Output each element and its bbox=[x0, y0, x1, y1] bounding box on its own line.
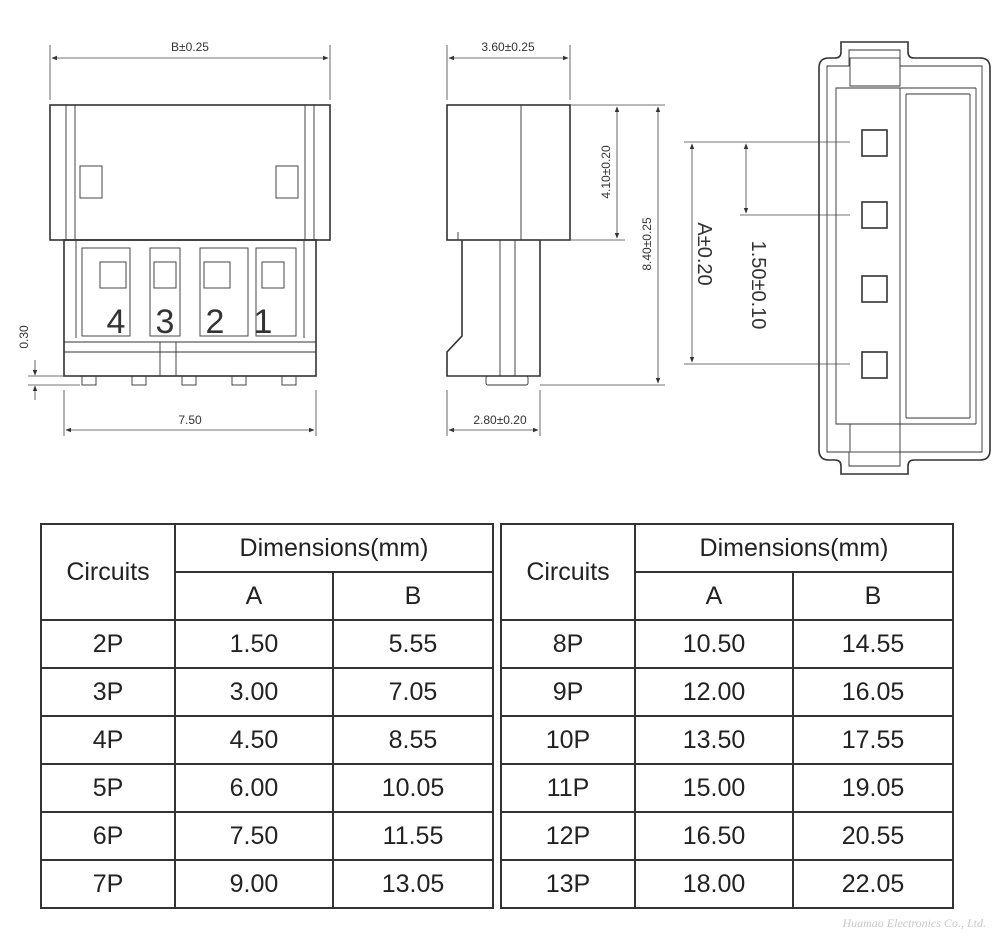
cell-circuits: 12P bbox=[500, 811, 636, 861]
cell-circuits: 3P bbox=[40, 667, 176, 717]
cell-a: 3.00 bbox=[174, 667, 334, 717]
cell-b: 11.55 bbox=[332, 811, 494, 861]
dim-pitch-a-label: A±0.20 bbox=[693, 222, 715, 285]
table-row: 4P 4.50 8.55 bbox=[40, 715, 494, 765]
cell-a: 10.50 bbox=[634, 619, 794, 669]
dim-side-width-label: 3.60±0.25 bbox=[481, 40, 535, 54]
table-row: 10P 13.50 17.55 bbox=[500, 715, 954, 765]
cell-a: 12.00 bbox=[634, 667, 794, 717]
cell-circuits: 6P bbox=[40, 811, 176, 861]
cell-a: 15.00 bbox=[634, 763, 794, 813]
cell-b: 13.05 bbox=[332, 859, 494, 909]
dim-offset-label: 0.30 bbox=[17, 325, 31, 349]
table-row: 7P 9.00 13.05 bbox=[40, 859, 494, 909]
table-row: 11P 15.00 19.05 bbox=[500, 763, 954, 813]
pin-number-3: 3 bbox=[156, 303, 175, 341]
cell-circuits: 9P bbox=[500, 667, 636, 717]
cell-circuits: 11P bbox=[500, 763, 636, 813]
cell-a: 6.00 bbox=[174, 763, 334, 813]
cell-b: 22.05 bbox=[792, 859, 954, 909]
dimensions-table-right: Circuits Dimensions(mm) A B 8P 10.50 14.… bbox=[500, 523, 954, 909]
cell-circuits: 5P bbox=[40, 763, 176, 813]
header-b: B bbox=[332, 571, 494, 621]
table-row: 2P 1.50 5.55 bbox=[40, 619, 494, 669]
cell-b: 7.05 bbox=[332, 667, 494, 717]
cell-circuits: 2P bbox=[40, 619, 176, 669]
dim-total-height-label: 8.40±0.25 bbox=[640, 217, 654, 271]
table-row: 5P 6.00 10.05 bbox=[40, 763, 494, 813]
header-dimensions: Dimensions(mm) bbox=[174, 523, 494, 573]
header-dimensions: Dimensions(mm) bbox=[634, 523, 954, 573]
table-row: 12P 16.50 20.55 bbox=[500, 811, 954, 861]
dim-b-label: B±0.25 bbox=[171, 40, 209, 54]
cell-b: 20.55 bbox=[792, 811, 954, 861]
header-circuits: Circuits bbox=[40, 523, 176, 621]
cell-circuits: 7P bbox=[40, 859, 176, 909]
cell-circuits: 10P bbox=[500, 715, 636, 765]
pin-number-2: 2 bbox=[206, 303, 225, 341]
cell-b: 5.55 bbox=[332, 619, 494, 669]
dim-pitch-label: 1.50±0.10 bbox=[747, 241, 769, 330]
table-row: 8P 10.50 14.55 bbox=[500, 619, 954, 669]
cell-a: 16.50 bbox=[634, 811, 794, 861]
technical-drawing: B±0.25 4 3 2 1 bbox=[17, 40, 991, 475]
side-view: 3.60±0.25 4.10±0.20 8.40±0.25 2.80±0.20 bbox=[446, 40, 665, 436]
table-row: 13P 18.00 22.05 bbox=[500, 859, 954, 909]
cell-b: 14.55 bbox=[792, 619, 954, 669]
cell-b: 19.05 bbox=[792, 763, 954, 813]
cell-circuits: 13P bbox=[500, 859, 636, 909]
cell-a: 18.00 bbox=[634, 859, 794, 909]
cell-b: 17.55 bbox=[792, 715, 954, 765]
cell-a: 13.50 bbox=[634, 715, 794, 765]
cell-a: 1.50 bbox=[174, 619, 334, 669]
table-row: 3P 3.00 7.05 bbox=[40, 667, 494, 717]
dimensions-table-left: Circuits Dimensions(mm) A B 2P 1.50 5.55… bbox=[40, 523, 494, 909]
header-a: A bbox=[634, 571, 794, 621]
table-row: 6P 7.50 11.55 bbox=[40, 811, 494, 861]
header-a: A bbox=[174, 571, 334, 621]
front-view: B±0.25 4 3 2 1 bbox=[17, 40, 331, 436]
dim-side-base-label: 2.80±0.20 bbox=[473, 413, 527, 427]
cell-a: 4.50 bbox=[174, 715, 334, 765]
table-row: 9P 12.00 16.05 bbox=[500, 667, 954, 717]
pin-number-1: 1 bbox=[254, 303, 273, 341]
header-circuits: Circuits bbox=[500, 523, 636, 621]
dim-front-base-label: 7.50 bbox=[178, 413, 202, 427]
cell-b: 10.05 bbox=[332, 763, 494, 813]
cell-circuits: 4P bbox=[40, 715, 176, 765]
header-b: B bbox=[792, 571, 954, 621]
cell-circuits: 8P bbox=[500, 619, 636, 669]
cell-b: 8.55 bbox=[332, 715, 494, 765]
cell-a: 7.50 bbox=[174, 811, 334, 861]
watermark: Huamao Electronics Co., Ltd. bbox=[842, 916, 986, 930]
pin-number-4: 4 bbox=[107, 303, 126, 341]
top-view: A±0.20 1.50±0.10 bbox=[684, 41, 991, 475]
cell-b: 16.05 bbox=[792, 667, 954, 717]
dim-upper-height-label: 4.10±0.20 bbox=[599, 145, 613, 199]
cell-a: 9.00 bbox=[174, 859, 334, 909]
